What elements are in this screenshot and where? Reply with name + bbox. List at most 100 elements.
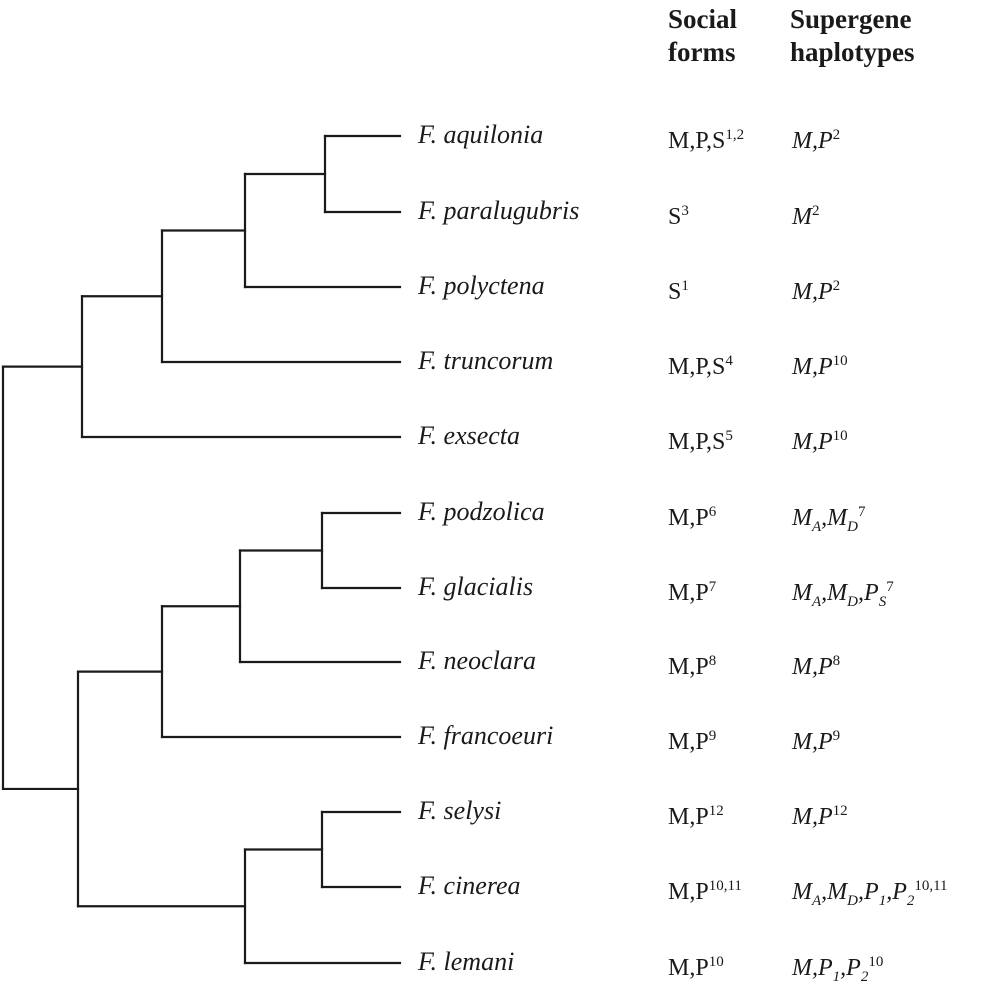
haplotypes-cell: M,P9 — [792, 719, 840, 759]
haplotype-subscript: A — [812, 519, 822, 535]
haplotypes-cell: M,P2 — [792, 118, 840, 158]
haplotypes-ref: 10 — [832, 428, 848, 444]
social-forms-ref: 1,2 — [725, 127, 745, 143]
haplotypes-cell: M,P12 — [792, 794, 848, 834]
species-name: F. cinerea — [418, 871, 521, 900]
haplotype-token: M — [792, 505, 812, 531]
social-forms-text: M,P — [668, 505, 709, 531]
haplotype-token: M — [792, 204, 812, 230]
social-forms-ref: 7 — [708, 579, 717, 595]
haplotypes-cell: M,P10 — [792, 344, 848, 384]
haplotype-token: ,P — [886, 879, 907, 905]
social-forms-cell: M,P8 — [668, 644, 716, 684]
haplotypes-cell: M2 — [792, 194, 820, 234]
haplotypes-ref: 8 — [832, 653, 841, 669]
social-forms-cell: M,P10,11 — [668, 869, 742, 909]
social-forms-cell: S3 — [668, 194, 689, 234]
social-forms-text: M,P — [668, 654, 709, 680]
social-forms-ref: 1 — [681, 278, 689, 294]
social-forms-ref: 5 — [725, 428, 733, 444]
social-forms-header: Social forms — [668, 3, 737, 69]
haplotype-subscript: D — [847, 594, 859, 610]
social-forms-cell: M,P,S1,2 — [668, 118, 744, 158]
species-row: F. polyctena S1 M,P2 — [0, 269, 1000, 305]
haplotypes-cell: M,P10 — [792, 419, 848, 459]
haplotype-token: ,P — [840, 955, 861, 981]
species-name: F. aquilonia — [418, 120, 544, 149]
haplotype-token: ,M — [821, 879, 848, 905]
haplotype-token: ,P — [858, 879, 879, 905]
social-forms-text: M,P — [668, 580, 709, 606]
haplotype-subscript: 1 — [878, 893, 887, 909]
haplotype-subscript: 2 — [906, 893, 915, 909]
social-forms-cell: M,P,S4 — [668, 344, 733, 384]
haplotypes-ref: 10 — [868, 954, 884, 970]
haplotype-subscript: A — [812, 594, 822, 610]
haplotypes-ref: 12 — [832, 803, 848, 819]
social-forms-text: M,P — [668, 729, 709, 755]
haplotypes-cell: M,P8 — [792, 644, 840, 684]
haplotypes-ref: 10,11 — [914, 878, 948, 894]
haplotype-token: M,P — [792, 354, 833, 380]
social-forms-text: M,P,S — [668, 354, 726, 380]
social-forms-cell: S1 — [668, 269, 689, 309]
haplotype-token: M,P — [792, 279, 833, 305]
haplotypes-ref: 2 — [832, 278, 841, 294]
haplotypes-ref: 7 — [858, 504, 866, 520]
haplotype-subscript: D — [847, 519, 859, 535]
haplotype-subscript: 1 — [832, 969, 841, 985]
haplotype-token: M,P — [792, 729, 833, 755]
haplotype-subscript: D — [847, 893, 859, 909]
haplotype-token: M,P — [792, 429, 833, 455]
social-forms-text: M,P — [668, 804, 709, 830]
haplotype-token: ,P — [858, 580, 879, 606]
social-forms-ref: 9 — [708, 728, 717, 744]
haplotypes-cell: M,P1,P210 — [792, 945, 883, 994]
social-forms-ref: 3 — [681, 203, 689, 219]
social-forms-text: M,P — [668, 955, 709, 981]
haplotype-subscript: S — [878, 594, 887, 610]
social-forms-ref: 8 — [708, 653, 717, 669]
social-forms-text: M,P,S — [668, 429, 726, 455]
social-forms-ref: 10,11 — [708, 878, 742, 894]
haplotypes-ref: 7 — [886, 579, 894, 595]
haplotype-token: M — [792, 879, 812, 905]
haplotypes-ref: 2 — [832, 127, 841, 143]
species-name: F. polyctena — [418, 271, 545, 300]
species-name: F. podzolica — [418, 497, 545, 526]
social-forms-ref: 4 — [725, 353, 733, 369]
social-forms-header-line1: Social — [668, 4, 738, 34]
haplotypes-ref: 9 — [832, 728, 841, 744]
haplotype-token: ,M — [821, 580, 848, 606]
social-forms-cell: M,P10 — [668, 945, 724, 985]
social-forms-cell: M,P12 — [668, 794, 724, 834]
social-forms-text: M,P,S — [668, 128, 726, 154]
species-name: F. francoeuri — [418, 721, 554, 750]
social-forms-cell: M,P7 — [668, 570, 716, 610]
social-forms-ref: 10 — [708, 954, 724, 970]
haplotypes-ref: 10 — [832, 353, 848, 369]
haplotype-token: M,P — [792, 128, 833, 154]
species-row: F. podzolica M,P6 MA,MD7 — [0, 495, 1000, 535]
haplotypes-ref: 2 — [812, 203, 820, 219]
social-forms-ref: 6 — [708, 504, 717, 520]
haplotypes-cell: MA,MD,PS7 — [792, 570, 894, 619]
species-row: F. aquilonia M,P,S1,2 M,P2 — [0, 118, 1000, 154]
haplotypes-cell: MA,MD,P1,P210,11 — [792, 869, 948, 918]
haplotype-subscript: 2 — [860, 969, 869, 985]
species-name: F. neoclara — [418, 646, 536, 675]
haplotype-token: ,M — [821, 505, 848, 531]
social-forms-header-line2: forms — [668, 37, 736, 67]
species-name: F. exsecta — [418, 421, 521, 450]
social-forms-cell: M,P9 — [668, 719, 716, 759]
supergene-haplotypes-header-line2: haplotypes — [790, 37, 915, 67]
social-forms-text: S — [668, 279, 682, 305]
